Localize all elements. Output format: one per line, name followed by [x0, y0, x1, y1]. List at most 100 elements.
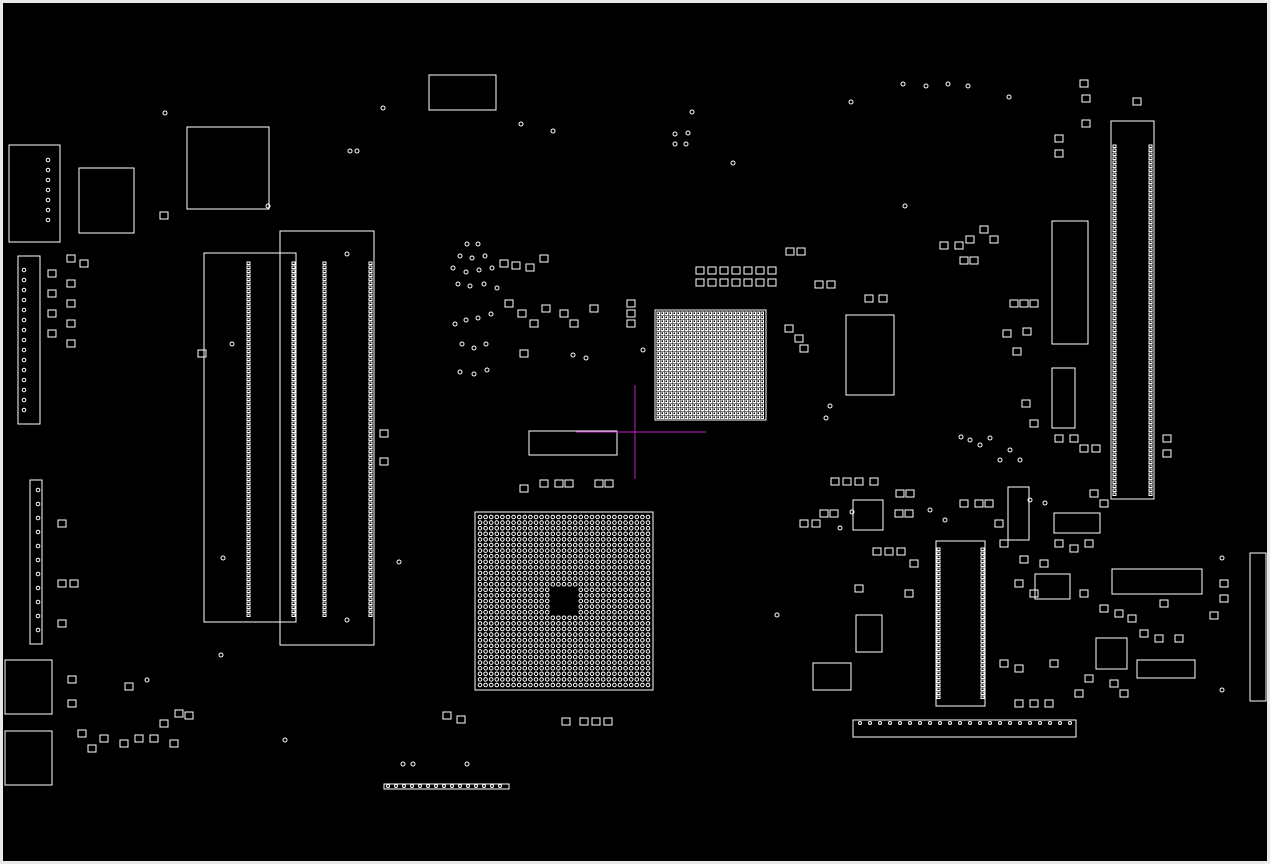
header-right-2[interactable] — [1136, 659, 1196, 679]
bga-ball — [740, 367, 744, 371]
bga-ball — [732, 327, 736, 331]
bga-ball — [668, 371, 672, 375]
dimm-pin — [246, 421, 251, 425]
connector-right-long[interactable] — [1110, 120, 1155, 500]
header-bottom-left[interactable] — [383, 783, 510, 790]
chip-right-tall[interactable] — [1051, 220, 1089, 345]
dimm-pin — [322, 313, 327, 317]
bga-ball — [692, 323, 696, 327]
dimm-slot-2[interactable] — [279, 230, 375, 646]
bga-ball — [688, 415, 692, 419]
pcb-board-viewport[interactable] — [3, 3, 1267, 861]
chip-right-small[interactable] — [1051, 367, 1076, 429]
chip-small-square[interactable] — [852, 499, 884, 531]
dimm-slot-1[interactable] — [203, 252, 297, 623]
bga-ball — [664, 363, 668, 367]
bga-ball — [656, 319, 660, 323]
connector-pin — [1112, 204, 1117, 208]
smd-pad — [1014, 699, 1024, 708]
bga-ball — [696, 351, 700, 355]
socket-pin — [595, 643, 600, 649]
connector-left-mid[interactable] — [17, 255, 41, 425]
connector-left-lower[interactable] — [29, 479, 43, 645]
connector-pin — [1148, 444, 1153, 448]
dimm-pin — [368, 501, 373, 505]
socket-pin — [617, 587, 623, 593]
socket-pin — [617, 632, 623, 637]
socket-pin — [584, 520, 589, 525]
connector-left-top[interactable] — [8, 144, 61, 243]
socket-pin — [511, 559, 516, 565]
dimm-pin — [246, 433, 251, 437]
bga-ball — [732, 351, 736, 355]
socket-pin — [640, 514, 645, 520]
connector-bottom-right[interactable] — [852, 719, 1077, 738]
chip-mid-right[interactable] — [1053, 512, 1101, 534]
socket-pin — [600, 593, 606, 598]
chip-u1[interactable] — [78, 167, 135, 234]
via — [550, 128, 556, 134]
chip-bottom-square[interactable] — [1095, 637, 1128, 670]
bga-northbridge[interactable] — [654, 309, 767, 421]
socket-pin — [561, 531, 567, 537]
chip-u2[interactable] — [186, 126, 270, 210]
header-pin — [426, 784, 430, 788]
chip-pin — [936, 615, 941, 619]
socket-pin — [494, 525, 500, 531]
dimm-pin — [322, 565, 327, 569]
bga-ball — [740, 351, 744, 355]
bga-ball — [732, 391, 736, 395]
socket-pin — [516, 637, 522, 643]
via — [162, 110, 168, 116]
chip-right-vert[interactable] — [1007, 486, 1030, 541]
socket-pin — [606, 660, 612, 665]
chip-bottom-mid[interactable] — [812, 662, 852, 691]
dimm-pin — [368, 525, 373, 529]
socket-pin — [544, 637, 550, 643]
chip-center-right[interactable] — [845, 314, 895, 396]
chip-pin — [980, 591, 985, 595]
chip-square-right[interactable] — [1034, 573, 1071, 600]
bga-ball — [744, 323, 748, 327]
bga-ball — [756, 387, 760, 391]
bga-ball — [688, 355, 692, 359]
bga-ball — [720, 315, 724, 319]
connector-pin — [1112, 196, 1117, 200]
socket-pin — [488, 520, 494, 525]
bga-ball — [692, 315, 696, 319]
dimm-pin — [368, 393, 373, 397]
socket-pin — [617, 665, 623, 671]
connector-left-bottom-2[interactable] — [4, 730, 53, 786]
chip-southbridge[interactable] — [935, 540, 986, 707]
bga-ball — [712, 399, 716, 403]
socket-pin — [572, 553, 578, 559]
socket-pin — [572, 559, 578, 565]
socket-pin — [477, 587, 483, 593]
dimm-pin — [368, 369, 373, 373]
socket-pin — [578, 609, 584, 615]
bga-ball — [720, 327, 724, 331]
socket-pin — [544, 649, 550, 654]
cpu-socket[interactable] — [474, 511, 654, 691]
connector-pin — [1112, 452, 1117, 456]
connector-left-bottom-1[interactable] — [4, 659, 53, 715]
connector-right-edge[interactable] — [1249, 552, 1267, 702]
via — [482, 253, 488, 259]
via — [848, 99, 854, 105]
dimm-pin — [322, 337, 327, 341]
dimm-pin — [246, 569, 251, 573]
smd-pad — [603, 717, 613, 726]
socket-pin — [528, 570, 533, 576]
dimm-pin — [368, 597, 373, 601]
bga-ball — [752, 343, 756, 347]
socket-pin — [567, 514, 572, 520]
header-strip-center[interactable] — [528, 430, 618, 456]
dimm-pin — [291, 545, 296, 549]
chip-bottom-mid-2[interactable] — [855, 614, 883, 653]
socket-pin — [584, 553, 589, 559]
bga-ball — [712, 359, 716, 363]
smd-pad — [499, 259, 509, 268]
header-right-1[interactable] — [1111, 568, 1203, 595]
chip-top-center[interactable] — [428, 74, 497, 111]
connector-pin — [1112, 348, 1117, 352]
